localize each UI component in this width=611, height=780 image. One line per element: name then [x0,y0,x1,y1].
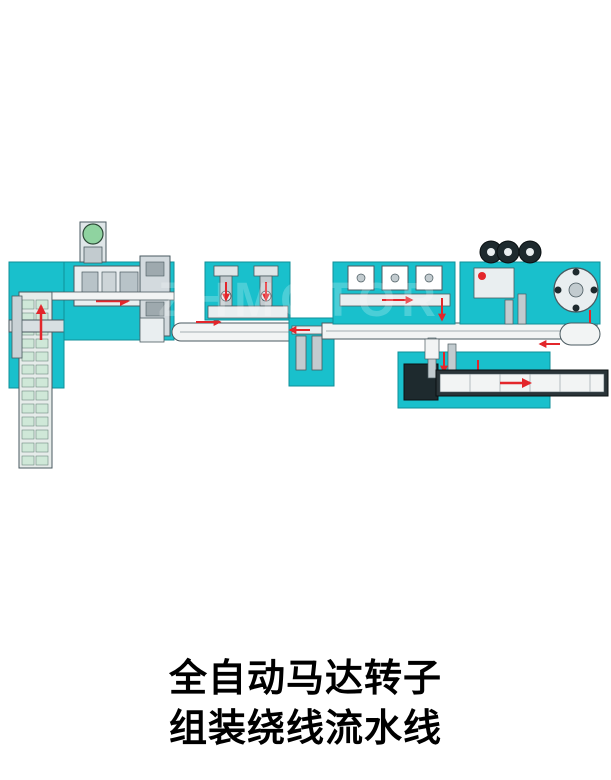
loop-conveyor-right [559,322,601,346]
station-rotary-test [459,240,601,348]
production-line-layout: ZHMOTOR [8,221,609,469]
transfer-conveyor-1 [51,291,175,301]
caption-title-line-1: 全自动马达转子 [168,656,442,700]
watermark: ZHMOTOR [158,274,442,327]
station-loading-feeder [8,261,70,469]
spool-icons [479,240,542,264]
wire-spool-icon [82,223,104,245]
caption-title-line-2: 组装绕线流水线 [168,706,442,750]
station-winding-twin [204,261,291,321]
station-winding-triple [332,261,456,325]
station-rotor-loading [63,221,175,343]
output-conveyor [435,369,609,397]
